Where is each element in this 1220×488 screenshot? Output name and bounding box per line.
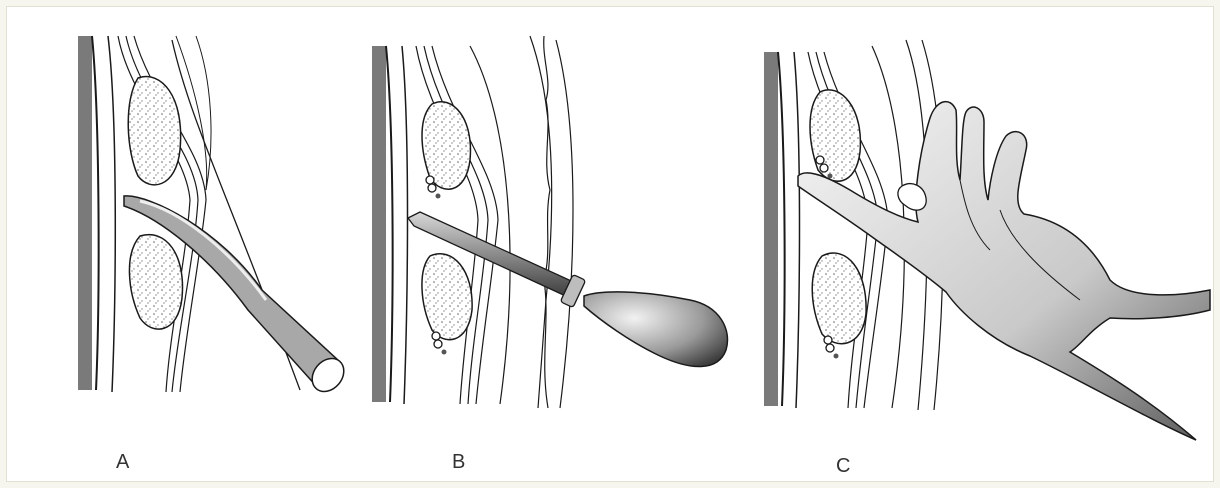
panel-a-wall [78,36,92,390]
panel-b-drawing [372,36,728,408]
panel-label-b: B [452,451,465,474]
panel-c-lower-node [812,253,866,344]
panel-b-probe-handle [584,292,728,367]
panel-b-lower-node [422,254,472,340]
panel-a-lower-node [129,235,182,330]
panel-c-wall [764,52,778,406]
panel-c-upper-node [810,90,860,181]
panel-a-upper-node [128,77,180,185]
panel-label-c: C [836,455,850,478]
panel-b-wall [372,46,386,402]
panel-c-drawing [764,40,1210,440]
panel-label-a: A [116,451,129,474]
panel-a-drawing [78,36,350,398]
